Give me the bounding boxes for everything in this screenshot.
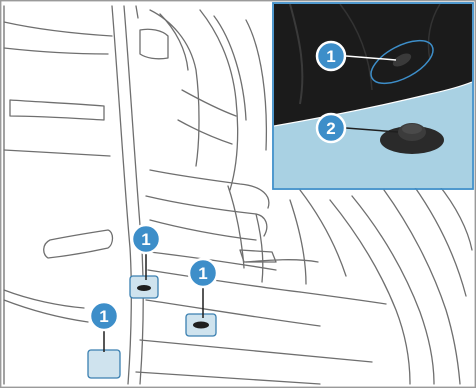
callout-number: 1 (141, 230, 150, 249)
callout-badge-inset-2: 2 (317, 114, 345, 142)
callout-badge-floor-left: 1 (90, 302, 118, 330)
callout-number: 1 (198, 264, 207, 283)
callout-badge-sill: 1 (132, 225, 160, 253)
callout-number: 1 (99, 307, 108, 326)
callout-badge-inset-1: 1 (317, 42, 345, 70)
plug-marker-sill-front (130, 276, 158, 298)
callout-number: 1 (326, 47, 335, 66)
callout-badge-floor-rear: 1 (189, 259, 217, 287)
callout-number: 2 (326, 119, 335, 138)
plug-marker-floor-left (88, 350, 120, 378)
plug-marker-floor-rear (186, 314, 216, 336)
leader-lines (104, 253, 203, 352)
detail-inset (273, 3, 473, 189)
